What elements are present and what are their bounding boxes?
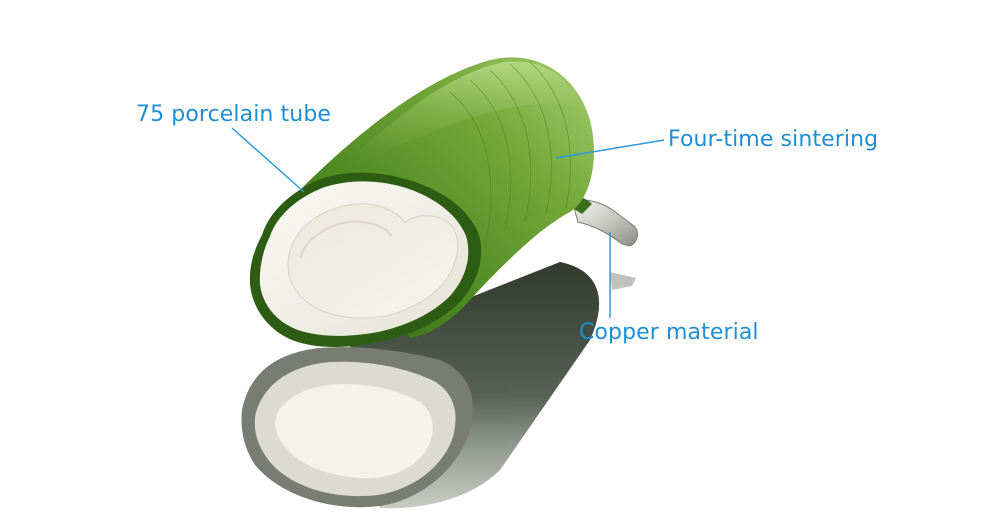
- leader-line-porcelain: [231, 127, 305, 193]
- leader-lines: [231, 127, 665, 318]
- label-four-time-sintering: Four-time sintering: [668, 127, 879, 152]
- leader-line-sintering: [555, 139, 665, 159]
- label-porcelain-tube: 75 porcelain tube: [136, 102, 332, 127]
- label-copper-material: Copper material: [579, 320, 759, 345]
- porcelain-tube-cut-face: [249, 172, 482, 347]
